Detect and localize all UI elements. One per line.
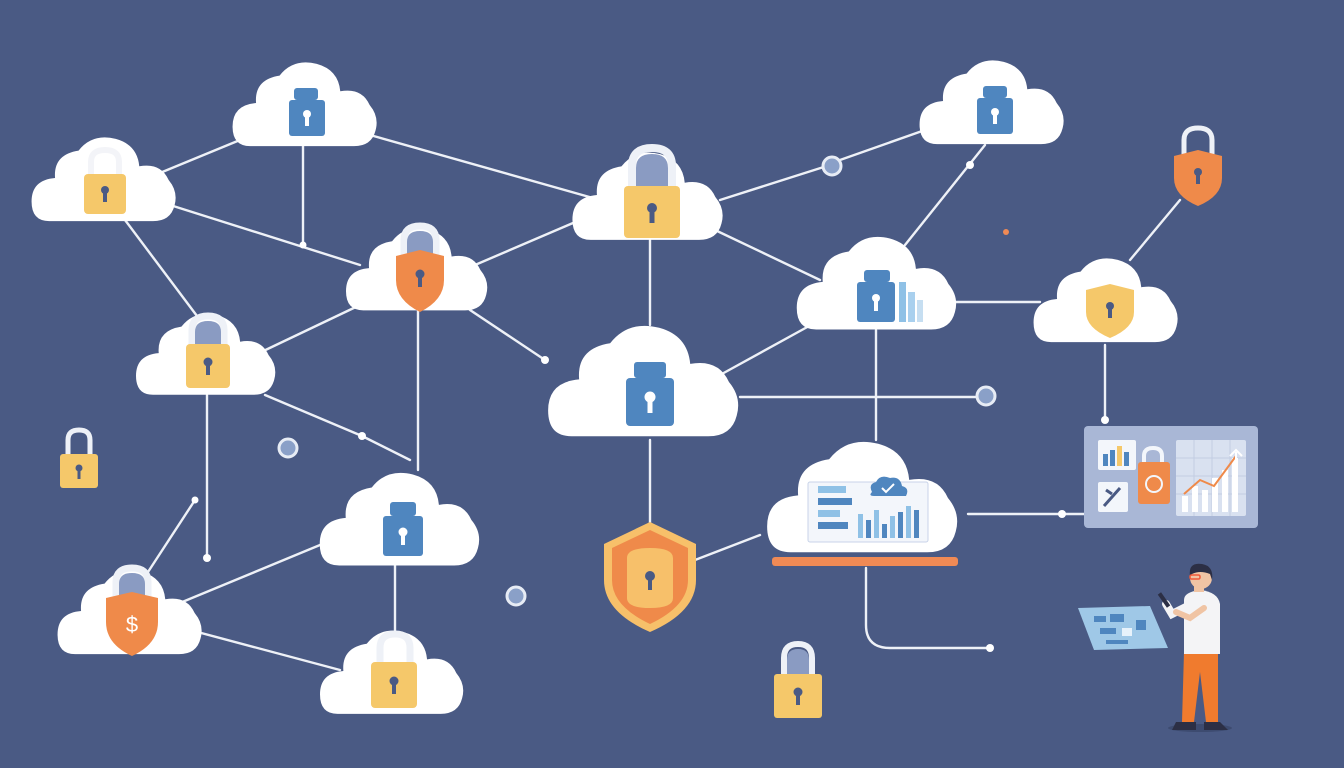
cloud-c1 [232,62,377,147]
cloud-c4 [919,60,1064,145]
orange-lock-icon [1174,125,1222,206]
dollar-symbol: $ [126,612,138,637]
person-with-tablet [1078,563,1232,732]
yellow-shield-icon [1086,284,1134,338]
cloud-c6 [136,312,276,395]
cloud-c9 [1033,258,1178,343]
orange-shield-lock-icon [396,222,444,312]
yellow-lock-icon [624,143,680,238]
cloud-c13 [320,630,464,714]
yellow-lock-icon [186,312,230,388]
cloud-dashboard-icon [807,476,929,543]
yellow-lock-icon [60,427,98,488]
analytics-dashboard-panel [1084,426,1258,528]
cloud-c7 [548,325,739,437]
connection-nodes [191,161,1109,652]
cloud-c10 [319,472,480,566]
holographic-screen [1078,606,1168,650]
cloud-c12: $ [57,564,202,656]
cloud-c11 [767,441,958,566]
blue-lock-icon [857,270,923,322]
orange-dollar-shield-icon: $ [106,564,158,656]
cloud-c8 [796,236,957,330]
cloud-c3 [572,143,723,240]
yellow-lock-icon [371,630,417,708]
blue-lock-icon [626,362,674,426]
yellow-lock-icon-bottom [774,640,822,718]
endpoint-rings [277,155,997,607]
yellow-lock-icon [84,146,126,214]
blue-lock-icon [977,86,1013,134]
blue-lock-icon [289,88,325,136]
cloud-c5 [346,222,488,312]
cloud-c2 [31,137,176,222]
blue-lock-icon [383,502,423,556]
orange-shield-icon [604,522,696,632]
